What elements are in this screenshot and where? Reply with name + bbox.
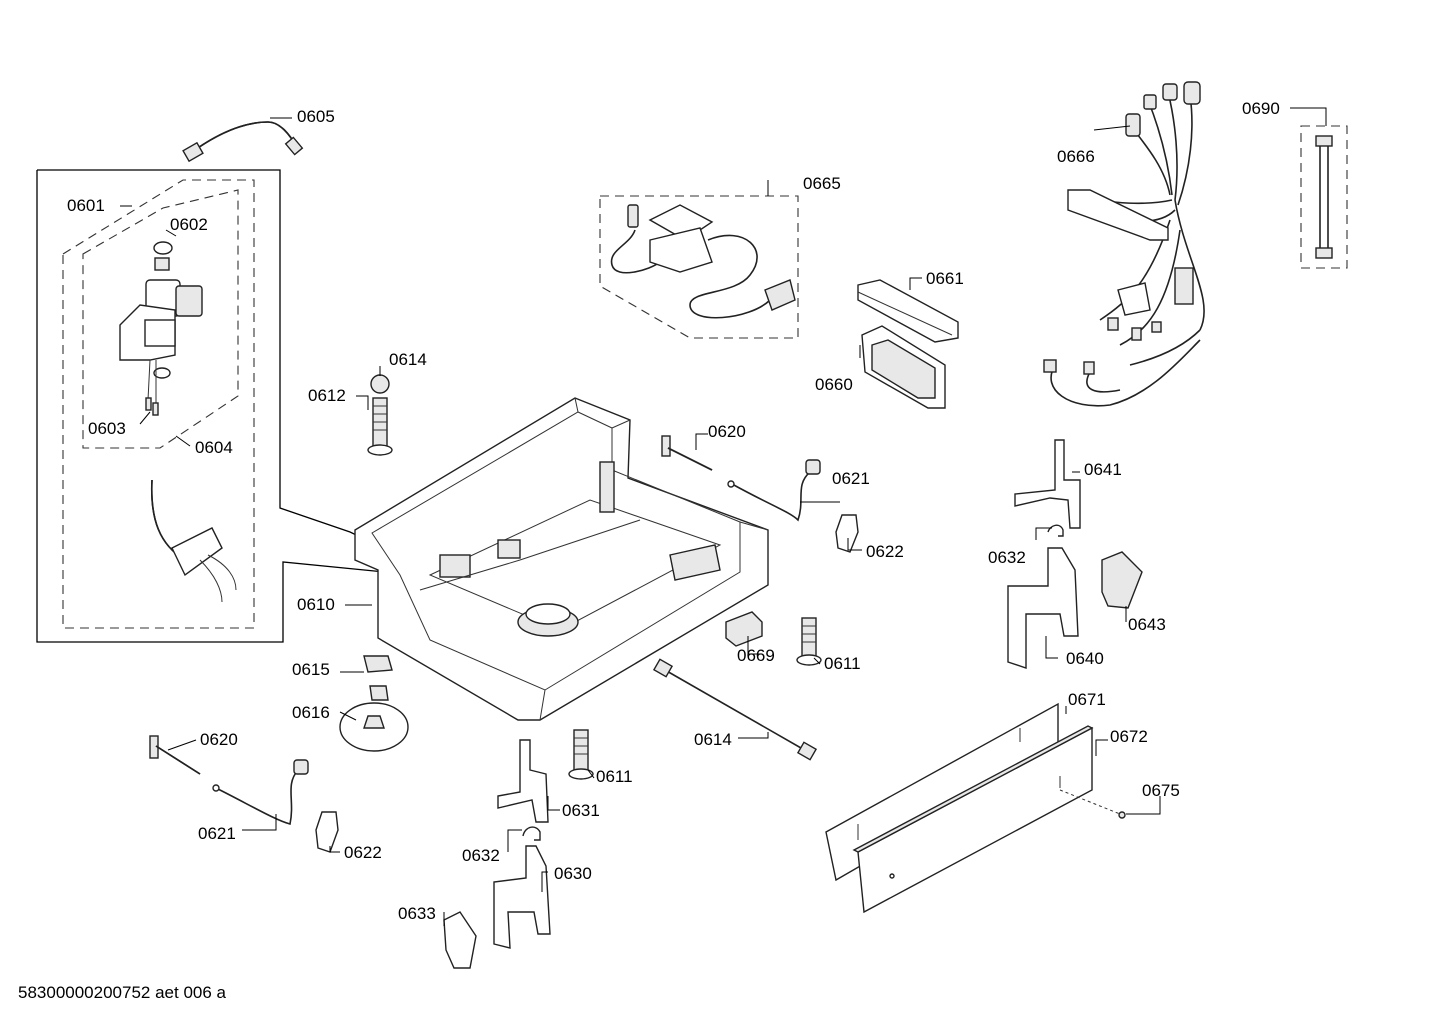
disc-0616	[339, 702, 409, 752]
part-0669	[725, 611, 763, 647]
label-0614-top: 0614	[389, 350, 427, 369]
label-0620-left: 0620	[200, 730, 238, 749]
panel-0672	[852, 725, 1094, 914]
label-0633: 0633	[398, 904, 436, 923]
rod-0614-bottom	[652, 658, 818, 761]
washer-0602	[153, 241, 173, 255]
label-0643: 0643	[1128, 615, 1166, 634]
label-0621-right: 0621	[832, 469, 870, 488]
inlet-valve	[119, 279, 203, 416]
clip-0622-left	[315, 811, 339, 853]
part-0633	[443, 911, 477, 969]
label-0690: 0690	[1242, 99, 1280, 118]
nut-0602	[154, 257, 170, 271]
wiring-harness-0666	[1043, 81, 1205, 407]
foot-0611-right	[796, 617, 822, 666]
cable-0621-left	[212, 759, 309, 825]
label-0612: 0612	[308, 386, 346, 405]
label-0660: 0660	[815, 375, 853, 394]
label-0620-right: 0620	[708, 422, 746, 441]
label-0671: 0671	[1068, 690, 1106, 709]
panel-0661	[857, 279, 959, 343]
label-0601: 0601	[67, 196, 105, 215]
base-tub-0610	[354, 397, 769, 721]
mains-cable-group-0665	[599, 195, 799, 339]
label-0611-right: 0611	[824, 654, 861, 673]
label-0632-left: 0632	[462, 846, 500, 865]
label-0630: 0630	[554, 864, 592, 883]
bracket-0640	[1007, 547, 1079, 669]
foot-0611-left	[568, 729, 594, 780]
part-0615	[363, 655, 393, 701]
label-0661: 0661	[926, 269, 964, 288]
label-0610: 0610	[297, 595, 335, 614]
inlet-valve-group	[36, 121, 447, 643]
part-labels: 0605 0601 0602 0603 0604 0665 0666 0690 …	[67, 99, 1280, 923]
label-0615: 0615	[292, 660, 330, 679]
part-0643	[1101, 551, 1143, 609]
foot-0612	[367, 374, 393, 456]
wire-0690	[1300, 125, 1348, 269]
screw-0675	[1059, 789, 1126, 819]
label-0611-left: 0611	[596, 767, 633, 786]
document-id: 58300000200752 aet 006 a	[18, 983, 227, 1002]
bracket-0630	[493, 845, 551, 949]
label-0666: 0666	[1057, 147, 1095, 166]
label-0621-left: 0621	[198, 824, 236, 843]
leader-lines	[120, 107, 1327, 926]
label-0641: 0641	[1084, 460, 1122, 479]
label-0605: 0605	[297, 107, 335, 126]
label-0632-right: 0632	[988, 548, 1026, 567]
inlet-hose-0604	[150, 479, 237, 603]
label-0602: 0602	[170, 215, 208, 234]
label-0675: 0675	[1142, 781, 1180, 800]
label-0640: 0640	[1066, 649, 1104, 668]
hinge-0641	[1014, 439, 1081, 529]
spring-0620-right	[661, 435, 713, 471]
spring-0632-left	[522, 826, 541, 841]
label-0631: 0631	[562, 801, 600, 820]
hinge-0631	[497, 739, 549, 823]
label-0622-right: 0622	[866, 542, 904, 561]
holder-0660	[861, 325, 946, 409]
spring-0620-left	[149, 735, 201, 775]
label-0616: 0616	[292, 703, 330, 722]
label-0669: 0669	[737, 646, 775, 665]
label-0665: 0665	[803, 174, 841, 193]
label-0603: 0603	[88, 419, 126, 438]
label-0604: 0604	[195, 438, 233, 457]
hose-0605	[182, 121, 304, 163]
cable-0621-right	[727, 459, 821, 522]
label-0622-left: 0622	[344, 843, 382, 862]
clip-0622-right	[835, 514, 859, 553]
label-0672: 0672	[1110, 727, 1148, 746]
spring-0632-right	[1047, 524, 1064, 537]
label-0614-bottom: 0614	[694, 730, 732, 749]
